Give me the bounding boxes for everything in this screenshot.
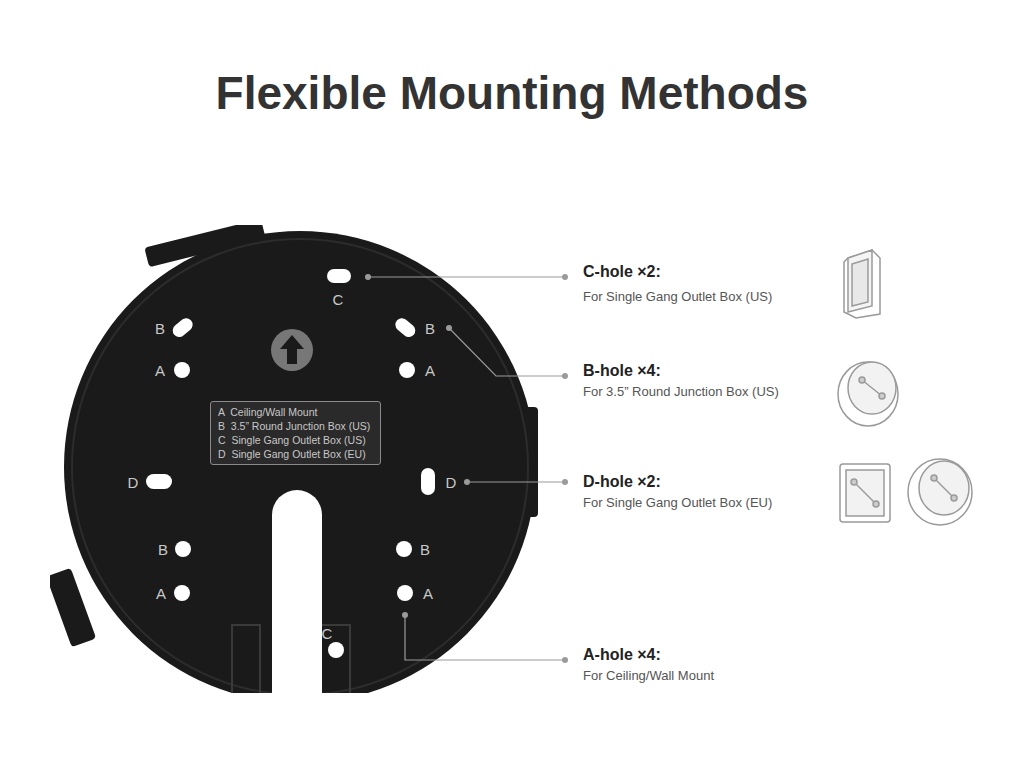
eu-square-box-icon [840,464,890,522]
callout-heading: B-hole ×4: [583,362,661,380]
hole-letter: B [158,541,168,558]
callout-heading: D-hole ×2: [583,473,661,491]
leader-line [467,481,565,482]
leader-dot [562,657,568,663]
leader-dot [464,479,470,485]
hole-letter: A [423,585,433,602]
leader-dot [562,274,568,280]
single-gang-box-icon [844,250,880,318]
hole-letter: D [446,474,457,491]
hole-letter: B [155,320,165,337]
plate-outline [50,225,550,705]
hole-letter: B [420,541,430,558]
leader-dot [365,274,371,280]
hole-letter: B [425,320,435,337]
leader-line [368,276,565,277]
page-title: Flexible Mounting Methods [0,66,1024,120]
callout-note: For 3.5” Round Junction Box (US) [583,384,779,399]
leader-dot [446,325,452,331]
callout-heading: A-hole ×4: [583,646,661,664]
round-junction-box-icon [838,362,898,426]
hole-letter: A [156,585,166,602]
hole-key-line: A Ceiling/Wall Mount [218,405,373,419]
callout-note: For Single Gang Outlet Box (US) [583,289,772,304]
hole-letter: A [155,362,165,379]
hole-letter: A [425,362,435,379]
hole-key-line: B 3.5” Round Junction Box (US) [218,419,373,433]
callout-note: For Single Gang Outlet Box (EU) [583,495,772,510]
hole-key-box: A Ceiling/Wall MountB 3.5” Round Junctio… [210,401,381,465]
hole-letter: C [333,291,344,308]
leader-dot [402,612,408,618]
leader-dot [562,479,568,485]
callout-note: For Ceiling/Wall Mount [583,668,714,683]
mounting-plate: A Ceiling/Wall MountB 3.5” Round Junctio… [50,225,550,705]
leader-dot [562,373,568,379]
hole-key-line: C Single Gang Outlet Box (US) [218,433,373,447]
callout-heading: C-hole ×2: [583,263,661,281]
hole-letter: C [322,625,333,642]
eu-round-box-icon [908,459,972,525]
hole-letter: D [128,474,139,491]
hole-key-line: D Single Gang Outlet Box (EU) [218,447,373,461]
